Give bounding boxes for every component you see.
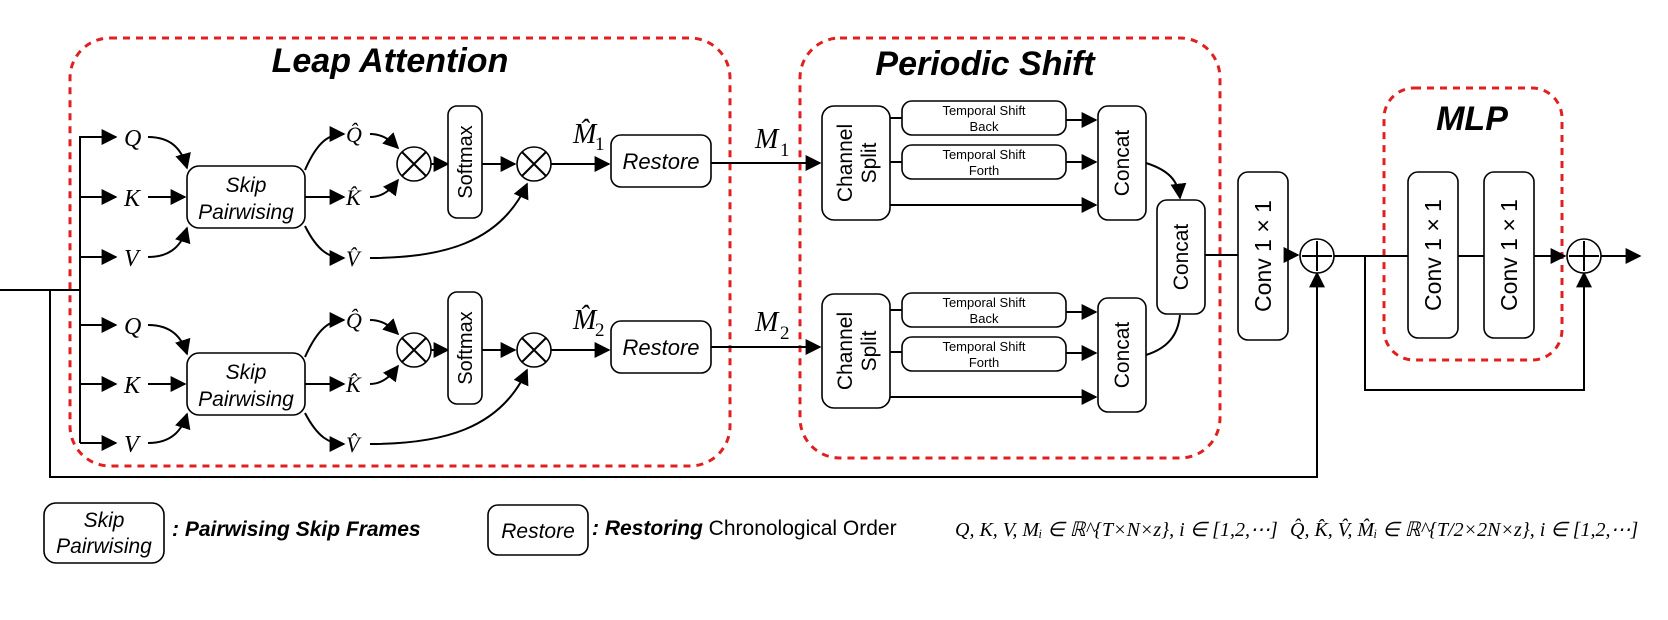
svg-text:Channel: Channel [834,124,857,202]
svg-text:Restore: Restore [622,335,699,360]
svg-text:M: M [754,124,780,155]
svg-text:Skip: Skip [226,174,267,197]
mlp-title: MLP [1436,100,1508,138]
periodic-shift-upper: Channel Split Temporal Shift Back Tempor… [821,100,1147,221]
svg-text:Restore: Restore [622,149,699,174]
svg-text:Softmax: Softmax [455,125,477,198]
svg-text:Q: Q [124,314,141,340]
svg-text:Skip: Skip [226,361,267,384]
svg-text:Temporal Shift: Temporal Shift [942,295,1025,310]
mlp-region [1382,86,1564,362]
svg-text:Temporal Shift: Temporal Shift [942,103,1025,118]
mlp-residual-line [1364,256,1592,391]
concat-merge-box [1156,199,1206,315]
svg-text:Forth: Forth [969,163,999,178]
conv-label: Conv 1 × 1 [1250,200,1276,312]
svg-text:: Pairwising Skip Frames: : Pairwising Skip Frames [172,518,421,541]
svg-text:V: V [124,432,141,458]
svg-text:K̂: K̂ [345,372,362,397]
svg-text:Skip: Skip [84,509,125,532]
svg-text:Temporal Shift: Temporal Shift [942,339,1025,354]
svg-text:2: 2 [595,320,605,341]
svg-text:K̂: K̂ [345,185,362,210]
svg-text:Pairwising: Pairwising [198,201,294,224]
lower-attention-branch: Q K V Skip Pairwising Q̂ K̂ V̂ Softmax M… [80,291,822,458]
upper-attention-branch: Q K V Skip Pairwising Q̂ K̂ V̂ Softmax M… [80,105,822,272]
svg-text:Forth: Forth [969,355,999,370]
leap-attention-title: Leap Attention [272,42,509,80]
leap-attention-region [68,36,732,468]
concat-merge-label: Concat [1170,224,1193,291]
svg-text:Channel: Channel [834,312,857,390]
periodic-shift-title: Periodic Shift [875,45,1096,83]
svg-text:Restore: Restore [501,520,575,543]
svg-text:Q̂: Q̂ [346,308,362,333]
svg-text:V̂: V̂ [346,432,362,457]
svg-text:M̂: M̂ [572,119,598,150]
svg-text:K: K [123,373,142,399]
svg-text:Split: Split [858,142,881,183]
svg-text:Q̂: Q̂ [346,122,362,147]
svg-text:Conv 1 × 1: Conv 1 × 1 [1496,199,1522,311]
svg-text:Q: Q [124,126,141,152]
svg-text:Conv 1 × 1: Conv 1 × 1 [1420,199,1446,311]
legend: Skip Pairwising : Pairwising Skip Frames… [43,502,1638,564]
svg-text:Concat: Concat [1111,130,1134,197]
periodic-shift-region [798,36,1222,460]
svg-text:Q, K, V, Mᵢ ∈ ℝ^{T×N×z}, i ∈ [: Q, K, V, Mᵢ ∈ ℝ^{T×N×z}, i ∈ [1,2,⋯] [955,519,1278,541]
svg-text:Pairwising: Pairwising [198,388,294,411]
periodic-shift-lower: Channel Split Temporal Shift Back Tempor… [821,292,1147,413]
residual-line [49,271,1325,478]
svg-text:M: M [754,307,780,338]
svg-text:K: K [123,186,142,212]
svg-text:Concat: Concat [1111,322,1134,389]
svg-text:M̂: M̂ [572,305,598,336]
svg-text:Pairwising: Pairwising [56,535,152,558]
svg-text:: Restoring Chronological Orde: : Restoring Chronological Order [592,517,897,540]
svg-text:1: 1 [780,140,790,161]
svg-text:V: V [124,246,141,272]
svg-text:Softmax: Softmax [455,311,477,384]
svg-text:Temporal Shift: Temporal Shift [942,147,1025,162]
svg-text:2: 2 [780,323,790,344]
svg-text:Back: Back [970,311,999,326]
svg-text:Back: Back [970,119,999,134]
svg-text:V̂: V̂ [346,246,362,271]
svg-text:Q̂, K̂, V̂, M̂ᵢ ∈ ℝ^{T/2×2N×z}: Q̂, K̂, V̂, M̂ᵢ ∈ ℝ^{T/2×2N×z}, i ∈ [1,2… [1290,518,1638,541]
svg-text:Split: Split [858,330,881,371]
svg-text:1: 1 [595,134,605,155]
